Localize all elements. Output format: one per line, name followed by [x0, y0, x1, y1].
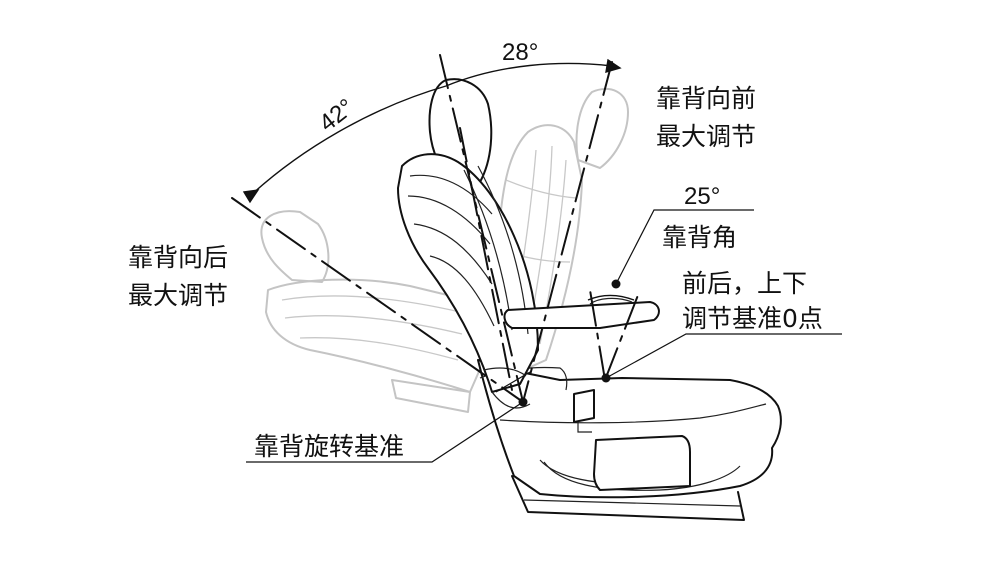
rear-max-label-line1: 靠背向后	[128, 243, 228, 272]
axis-torso-line	[459, 127, 513, 391]
angle-arcs	[242, 58, 635, 301]
seat-backrest	[397, 78, 539, 409]
axis-nominal	[439, 54, 524, 403]
leader-backrest-angle	[615, 209, 754, 285]
pivot-label: 靠背旋转基准	[254, 432, 404, 461]
leader-pivot	[246, 401, 524, 463]
arc-28	[445, 62, 613, 87]
axis-backrest-angle-2	[604, 289, 641, 381]
leader-lines	[246, 209, 842, 463]
rear-max-label-line2: 最大调节	[128, 281, 228, 310]
axis-rear-max	[231, 197, 524, 403]
axis-backrest-angle	[589, 289, 606, 381]
angle-42-label: 42°	[314, 94, 359, 138]
backrest-rear-max-ghost	[260, 210, 486, 413]
front-max-label-line1: 靠背向前	[656, 84, 756, 113]
front-max-label-line2: 最大调节	[656, 122, 756, 151]
arc-42	[249, 85, 447, 197]
seat-cushion	[477, 359, 782, 521]
backrest-angle-label: 靠背角	[662, 223, 737, 252]
axis-lines	[231, 54, 641, 403]
axis-front-max	[522, 61, 613, 403]
leader-rotation-arc	[495, 371, 531, 393]
leader-hpoint	[605, 333, 842, 379]
backrest-angle-value: 25°	[684, 183, 720, 210]
arc-25	[587, 294, 635, 301]
h-point-label-line1: 前后，上下	[682, 269, 807, 298]
angle-28-label: 28°	[502, 39, 538, 66]
h-point-label-line2: 调节基准0点	[682, 304, 823, 333]
